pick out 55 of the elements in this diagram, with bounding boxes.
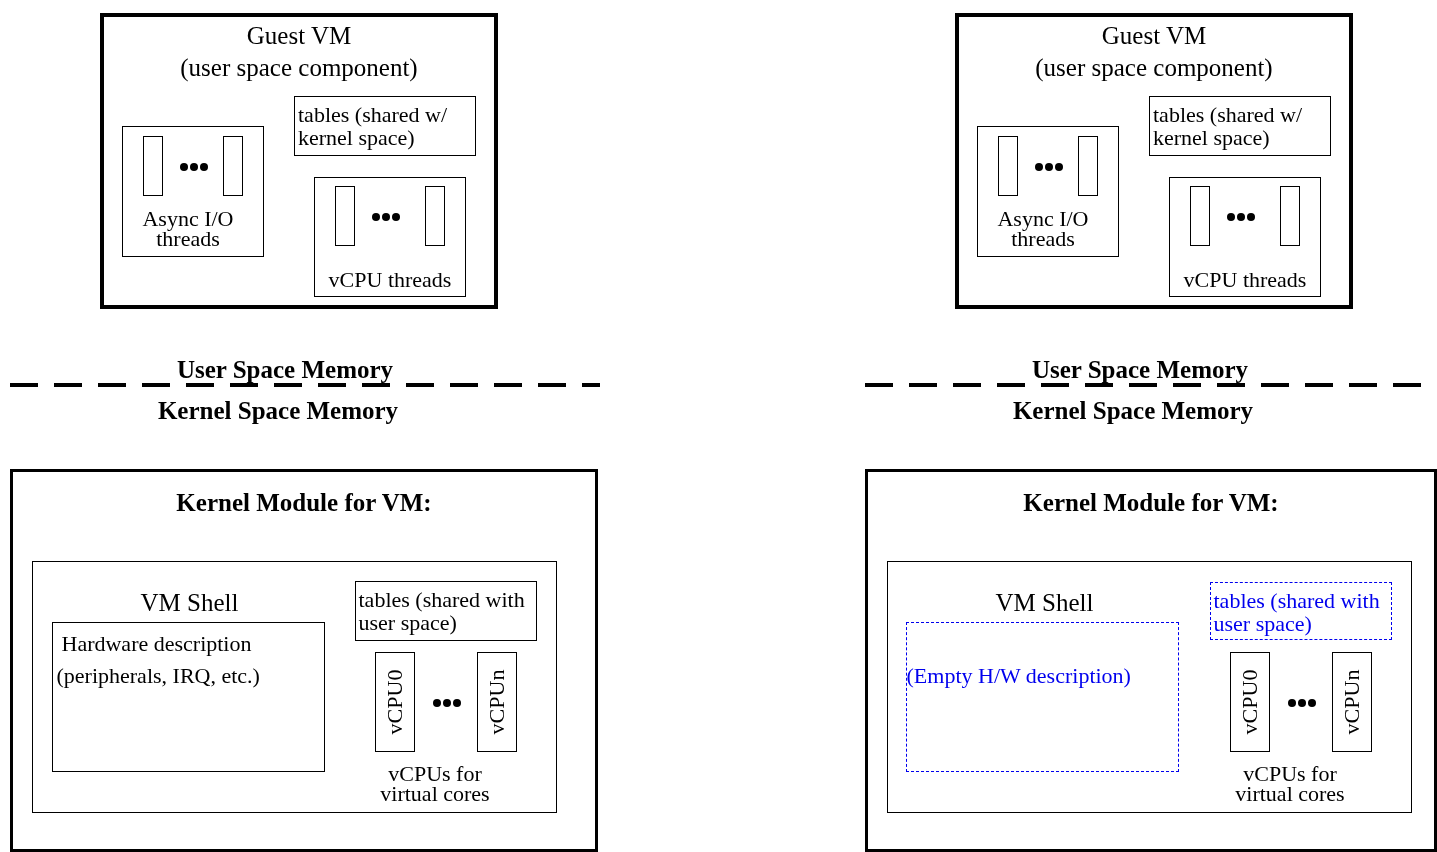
- thread-box: [997, 135, 1018, 196]
- box-title: Guest VM: [1100, 23, 1208, 50]
- thread-box: [1189, 185, 1210, 246]
- async-io-box: [977, 126, 1119, 257]
- async-io-box: [122, 126, 264, 257]
- box-title: Kernel Module for VM:: [1022, 490, 1280, 517]
- thread-box: [424, 185, 445, 246]
- box-caption: Async I/O threads: [996, 209, 1090, 250]
- box-text: (peripherals, IRQ, etc.): [56, 663, 260, 687]
- thread-box: [222, 135, 243, 196]
- group-caption: vCPUs for virtual cores: [1234, 764, 1346, 805]
- vcpu-box: [374, 651, 415, 752]
- vcpu-threads-box: [1169, 177, 1321, 297]
- box-text: tables (shared w/ kernel space): [1153, 103, 1304, 150]
- vcpu-box: [1331, 651, 1372, 752]
- section-label: Kernel Space Memory: [155, 398, 401, 423]
- hardware-description-box: [51, 621, 325, 772]
- vertical-text: vCPUn: [484, 669, 509, 734]
- vcpu-threads-box: [314, 177, 466, 297]
- guest-vm-box: [100, 13, 498, 309]
- shared-tables-box: [354, 580, 537, 641]
- vertical-text: vCPUn: [1339, 669, 1364, 734]
- box-text: tables (shared with user space): [1213, 588, 1381, 635]
- group-caption: vCPUs for virtual cores: [379, 764, 491, 805]
- box-title: VM Shell: [994, 590, 1095, 617]
- kernel-module-box: [10, 469, 598, 852]
- thread-box: [1279, 185, 1300, 246]
- vcpu-box: [1229, 651, 1270, 752]
- kernel-module-box: [865, 469, 1437, 852]
- thread-box: [334, 185, 355, 246]
- box-text: (Empty H/W description): [906, 663, 1131, 687]
- section-label: Kernel Space Memory: [1010, 398, 1256, 423]
- box-title: Guest VM: [245, 23, 353, 50]
- shared-tables-box: [294, 96, 476, 156]
- box-title: VM Shell: [139, 590, 240, 617]
- thread-box: [1077, 135, 1098, 196]
- box-caption: vCPU threads: [1182, 268, 1308, 292]
- box-subtitle: (user space component): [179, 55, 419, 82]
- vertical-text: vCPU0: [382, 669, 407, 734]
- box-caption: Async I/O threads: [141, 209, 235, 250]
- shared-tables-box: [1149, 96, 1331, 156]
- guest-vm-box: [955, 13, 1353, 309]
- vertical-text: vCPU0: [1237, 669, 1262, 734]
- box-title: Kernel Module for VM:: [175, 490, 433, 517]
- box-text: tables (shared w/ kernel space): [298, 103, 449, 150]
- thread-box: [142, 135, 163, 196]
- box-subtitle: (user space component): [1034, 55, 1274, 82]
- box-caption: vCPU threads: [327, 268, 453, 292]
- shared-tables-box: [1209, 581, 1392, 640]
- vcpu-box: [476, 651, 517, 752]
- vm-shell-box: [887, 561, 1412, 813]
- box-text: tables (shared with user space): [358, 587, 526, 634]
- box-text: Hardware description: [61, 631, 252, 655]
- empty-hardware-description-box: [905, 621, 1179, 772]
- vm-shell-box: [32, 561, 557, 813]
